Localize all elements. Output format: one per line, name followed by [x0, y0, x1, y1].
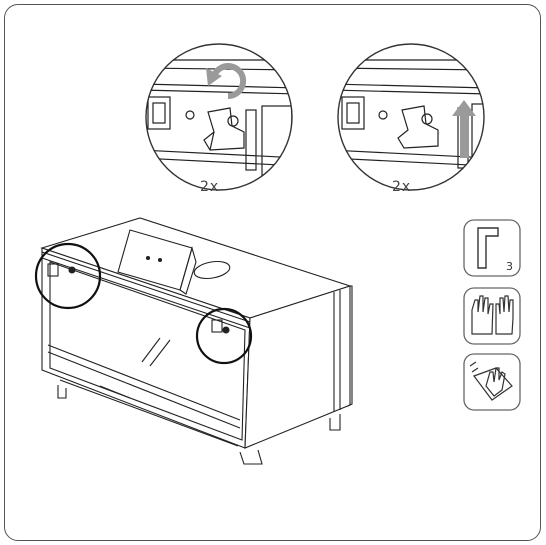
lift-up-arrow-icon [452, 100, 476, 158]
tool-hex-key: 3 [463, 219, 521, 277]
quantity-label-left: 2x [200, 179, 219, 195]
tool-gloves [463, 287, 521, 345]
detail-circle-right: 2x [337, 43, 485, 195]
cleaning-cloth-icon [469, 361, 513, 401]
rotate-ccw-arrow-icon [206, 63, 247, 100]
tool-cleaning-cloth [463, 353, 521, 411]
highlight-circle-left [34, 242, 102, 310]
fireplace-unit [34, 217, 353, 465]
gloves-icon [471, 295, 514, 335]
detail-circle-left: 2x [145, 43, 293, 195]
quantity-label-right: 2x [392, 179, 411, 195]
hex-key-icon [477, 227, 499, 269]
highlight-circle-right [195, 307, 253, 365]
hex-key-size: 3 [506, 260, 513, 273]
